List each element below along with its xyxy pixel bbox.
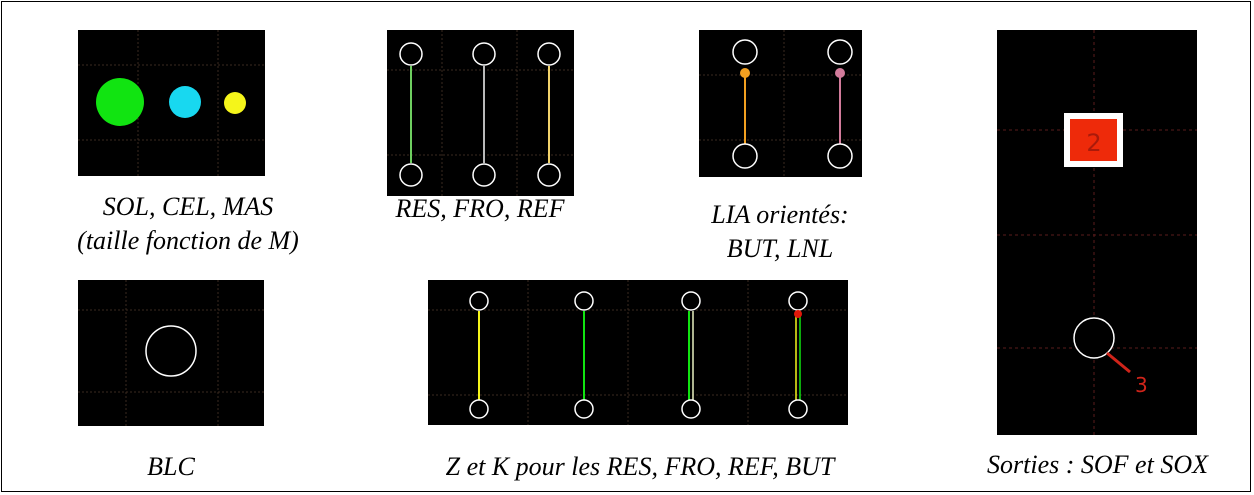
node <box>469 291 489 311</box>
node <box>574 399 594 419</box>
sof-box <box>1070 119 1117 161</box>
node <box>827 39 853 65</box>
caption-sorties: Sorties : SOF et SOX <box>987 450 1208 479</box>
node <box>399 42 423 66</box>
panel-z-k <box>428 280 848 425</box>
cel-node <box>169 86 201 118</box>
panel-sorties: 2 3 <box>997 30 1197 435</box>
caption-z-k: Z et K pour les RES, FRO, REF, BUT <box>445 452 835 481</box>
node <box>537 42 561 66</box>
panel-res-fro-ref <box>387 30 574 196</box>
node <box>574 291 594 311</box>
panel-sol-cel-mas <box>78 30 265 176</box>
node <box>788 291 808 311</box>
k-direction-marker <box>794 310 802 318</box>
node <box>469 399 489 419</box>
caption-res-fro-ref: RES, FRO, REF <box>395 194 565 223</box>
blc-node <box>145 325 197 377</box>
node <box>732 143 758 169</box>
node <box>472 42 496 66</box>
node <box>681 399 701 419</box>
panel-lia <box>699 30 862 177</box>
sof-number: 2 <box>1086 129 1101 157</box>
node <box>732 39 758 65</box>
caption-sol-cel-mas: SOL, CEL, MAS (taille fonction de M) <box>77 192 299 255</box>
panel-blc <box>78 280 264 426</box>
caption-blc: BLC <box>147 452 195 481</box>
but-direction-marker <box>740 68 750 78</box>
caption-lia: LIA orientés: BUT, LNL <box>711 200 849 263</box>
sol-node <box>96 78 144 126</box>
node <box>681 291 701 311</box>
sox-line <box>1106 351 1131 374</box>
mas-node <box>224 92 246 114</box>
node <box>537 163 561 187</box>
lnl-direction-marker <box>835 68 845 78</box>
node <box>399 163 423 187</box>
node <box>827 143 853 169</box>
node <box>788 399 808 419</box>
sox-number: 3 <box>1135 373 1148 397</box>
sox-node <box>1073 317 1115 359</box>
node <box>472 163 496 187</box>
